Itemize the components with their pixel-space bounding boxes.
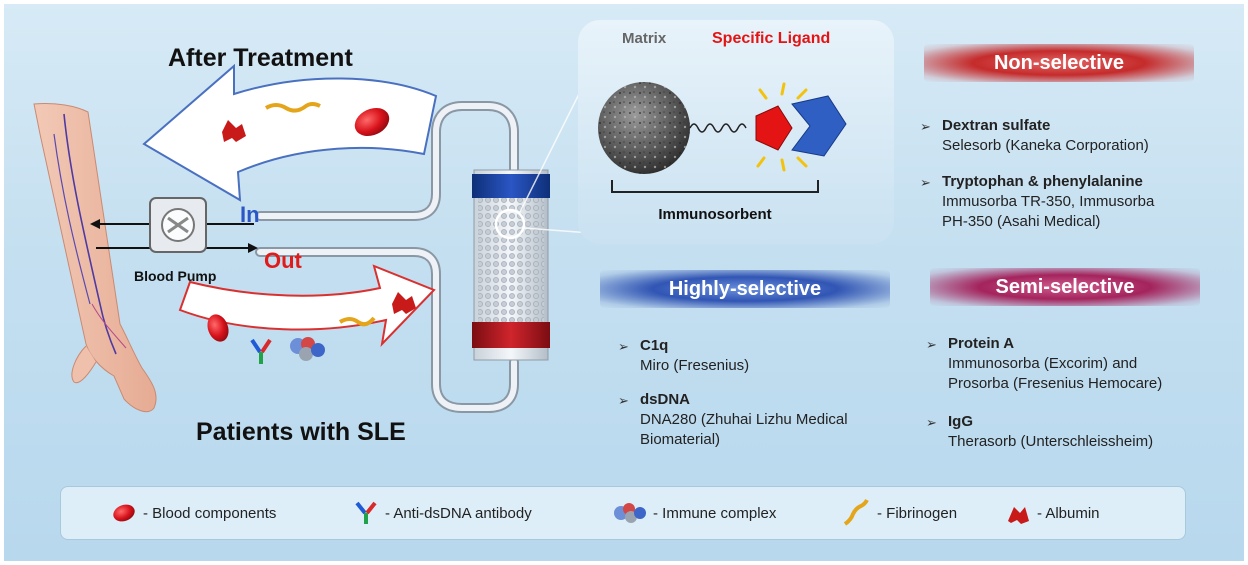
diagram-canvas: After Treatment Patients with SLE In Out… <box>4 4 1244 561</box>
highly-selective-item: ➢ C1q Miro (Fresenius) <box>618 337 750 374</box>
legend-label: - Blood components <box>143 504 277 522</box>
legend: - Blood components - Anti-dsDNA antibody… <box>60 486 1186 540</box>
immunosorbent-panel: Matrix Specific Ligand Immunosorbent <box>578 20 894 244</box>
red-blood-cell-icon <box>113 504 135 522</box>
item-name: IgG <box>948 413 973 430</box>
arm-illustration <box>33 103 157 413</box>
semi-selective-item: ➢ Protein A Immunosorba (Excorim) and Pr… <box>926 335 1163 392</box>
item-detail: Selesorb (Kaneka Corporation) <box>942 137 1149 154</box>
item-name: Protein A <box>948 335 1015 352</box>
blood-pump-label: Blood Pump <box>134 268 217 284</box>
highly-selective-item: ➢ dsDNA DNA280 (Zhuhai Lizhu Medical Bio… <box>618 391 848 448</box>
item-detail: Therasorb (Unterschleissheim) <box>948 433 1154 450</box>
immunosorbent-drawing <box>598 82 847 193</box>
item-detail: PH-350 (Asahi Medical) <box>942 213 1101 230</box>
highly-selective-header: Highly-selective <box>600 270 890 308</box>
legend-item-immune-complex: - Immune complex <box>613 487 776 539</box>
antibody-icon <box>355 501 377 524</box>
adsorption-column <box>472 83 605 361</box>
out-label: Out <box>264 248 302 273</box>
target-chevron <box>791 95 847 157</box>
draw-arrow <box>178 264 436 348</box>
top-arrow-particles <box>222 102 390 142</box>
specific-ligand-label: Specific Ligand <box>712 30 831 47</box>
item-detail: Immusorba TR-350, Immusorba <box>942 193 1155 210</box>
tubing <box>255 101 519 413</box>
non-selective-item: ➢ Dextran sulfate Selesorb (Kaneka Corpo… <box>920 117 1149 154</box>
bottom-arrow-particles <box>207 292 416 364</box>
legend-item-fibrinogen: - Fibrinogen <box>841 487 957 539</box>
item-name: Dextran sulfate <box>942 117 1051 134</box>
non-selective-item: ➢ Tryptophan & phenylalanine Immusorba T… <box>920 173 1155 230</box>
legend-item-albumin: - Albumin <box>1005 487 1100 539</box>
item-detail: DNA280 (Zhuhai Lizhu Medical <box>640 411 848 428</box>
bracket <box>611 180 819 193</box>
blood-pump <box>90 197 258 253</box>
legend-label: - Anti-dsDNA antibody <box>385 504 532 522</box>
ligand-pentagon <box>755 105 793 151</box>
patients-with-sle-title: Patients with SLE <box>196 418 406 446</box>
legend-label: - Fibrinogen <box>877 504 958 522</box>
legend-label: - Albumin <box>1037 504 1100 522</box>
item-name: C1q <box>640 337 669 354</box>
item-detail: Biomaterial) <box>640 431 721 448</box>
fibrinogen-icon <box>843 499 869 526</box>
albumin-icon <box>1008 507 1029 524</box>
binding-spark <box>756 82 808 172</box>
item-detail: Miro (Fresenius) <box>640 357 750 374</box>
legend-item-antibody: - Anti-dsDNA antibody <box>353 487 532 539</box>
item-detail: Immunosorba (Excorim) and <box>948 355 1138 372</box>
item-name: Tryptophan & phenylalanine <box>942 173 1143 190</box>
semi-selective-item: ➢ IgG Therasorb (Unterschleissheim) <box>926 413 1154 450</box>
non-selective-header: Non-selective <box>924 44 1194 82</box>
matrix-label: Matrix <box>622 30 667 47</box>
linker <box>689 123 747 133</box>
return-arrow <box>142 63 438 202</box>
immune-complex-icon <box>614 503 646 523</box>
legend-label: - Immune complex <box>653 504 777 522</box>
semi-selective-header: Semi-selective <box>930 268 1200 306</box>
legend-item-blood-components: - Blood components <box>111 487 276 539</box>
after-treatment-title: After Treatment <box>168 44 353 72</box>
item-name: dsDNA <box>640 391 691 408</box>
immunosorbent-label: Immunosorbent <box>658 206 772 223</box>
in-label: In <box>240 202 260 227</box>
illustration <box>33 63 605 413</box>
item-detail: Prosorba (Fresenius Hemocare) <box>948 375 1163 392</box>
